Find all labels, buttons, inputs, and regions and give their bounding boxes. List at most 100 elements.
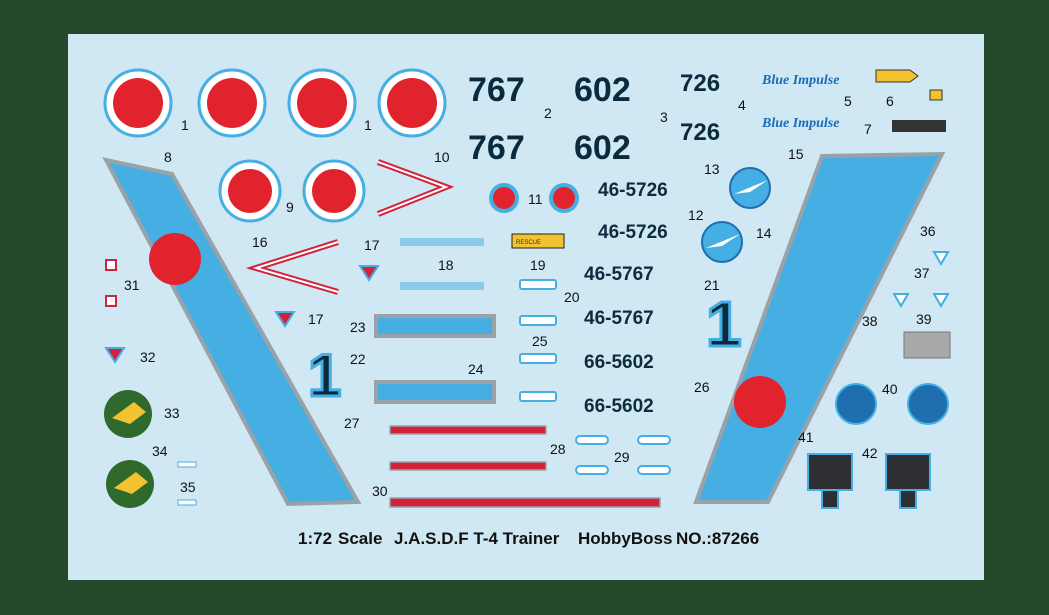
- label-26: 26: [694, 379, 710, 395]
- number-one-22: 1: [308, 342, 341, 409]
- label-39: 39: [916, 311, 932, 327]
- tail-602-top: 602: [574, 71, 631, 109]
- tail-numbers: 767 767 602 602 726 726: [468, 70, 720, 167]
- label-28: 28: [550, 441, 566, 457]
- number-one-21: 1: [706, 288, 742, 360]
- emblem-13: [729, 167, 771, 209]
- label-33: 33: [164, 405, 180, 421]
- label-27: 27: [344, 415, 360, 431]
- label-1b: 1: [364, 117, 372, 133]
- chevron-decal-16: [245, 239, 339, 295]
- label-4: 4: [738, 97, 746, 113]
- label-2: 2: [544, 105, 552, 121]
- script-strip-18: [400, 238, 484, 290]
- tail-726-top: 726: [680, 70, 720, 97]
- caption-scale-word: Scale: [338, 529, 382, 548]
- registration-1: 46-5726: [598, 180, 668, 201]
- label-41: 41: [798, 429, 814, 445]
- frame-decal-23: [374, 314, 496, 338]
- tail-767-bottom: 767: [468, 129, 525, 167]
- rescue-decal-19: RESCUE: [511, 233, 565, 249]
- label-17b: 17: [308, 311, 324, 327]
- hinomaru-roundels-9: [218, 159, 366, 223]
- red-stripes: [389, 425, 661, 508]
- instrument-panel-41: [807, 453, 853, 509]
- small-roundels-11: [489, 183, 579, 213]
- label-42: 42: [862, 445, 878, 461]
- badge-17-top: [358, 265, 380, 282]
- label-31: 31: [124, 277, 140, 293]
- label-3: 3: [660, 109, 668, 125]
- blue-impulse-script-top: Blue Impulse: [761, 73, 839, 88]
- eagle-emblem-34: [106, 460, 154, 508]
- label-18: 18: [438, 257, 454, 273]
- label-13: 13: [704, 161, 720, 177]
- label-38: 38: [862, 313, 878, 329]
- label-7: 7: [864, 121, 872, 137]
- tail-767-top: 767: [468, 71, 525, 109]
- label-29: 29: [614, 449, 630, 465]
- label-40: 40: [882, 381, 898, 397]
- label-22: 22: [350, 351, 366, 367]
- label-34: 34: [152, 443, 168, 459]
- label-11: 11: [528, 191, 543, 207]
- label-35: 35: [180, 479, 196, 495]
- registration-5: 66-5602: [584, 352, 654, 373]
- squadron-badges-40: [835, 383, 949, 425]
- label-25: 25: [532, 333, 548, 349]
- registration-3: 46-5767: [584, 264, 654, 285]
- caption-kit-number: NO.:87266: [676, 529, 759, 548]
- caption-model: J.A.S.D.F T-4 Trainer: [394, 529, 560, 548]
- registration-numbers: 46-5726 46-5726 46-5767 46-5767 66-5602 …: [584, 180, 668, 417]
- label-32: 32: [140, 349, 156, 365]
- label-19: 19: [530, 257, 546, 273]
- sheet-caption: 1:72 Scale J.A.S.D.F T-4 Trainer HobbyBo…: [298, 529, 759, 548]
- eagle-emblem-33: [104, 390, 152, 438]
- instrument-panel-42: [885, 453, 931, 509]
- label-6: 6: [886, 93, 894, 109]
- chevron-decal-10: [376, 159, 455, 217]
- small-decals-35: [177, 461, 197, 506]
- label-17a: 17: [364, 237, 380, 253]
- rescue-text: RESCUE: [516, 240, 541, 246]
- label-8: 8: [164, 149, 172, 165]
- oval-decals-29: [575, 435, 671, 475]
- badge-17-bottom: [274, 311, 296, 328]
- frame-decal-24: [374, 380, 496, 404]
- arrow-decal-6: [875, 69, 919, 83]
- small-decals-31: [105, 259, 117, 307]
- label-16: 16: [252, 234, 268, 250]
- tail-fin-left: [102, 157, 362, 507]
- tail-fin-right: [693, 151, 946, 504]
- emblem-14: [701, 221, 743, 263]
- label-21: 21: [704, 277, 720, 293]
- registration-6: 66-5602: [584, 396, 654, 417]
- label-36: 36: [920, 223, 936, 239]
- caption-brand: HobbyBoss: [578, 529, 672, 548]
- registration-4: 46-5767: [584, 308, 654, 329]
- tail-726-bottom: 726: [680, 119, 720, 146]
- hinomaru-roundels-1: [103, 68, 447, 138]
- small-panels-20-25: [519, 279, 557, 402]
- blue-impulse-script-bottom: Blue Impulse: [761, 116, 839, 131]
- panel-decal-7: [892, 89, 946, 132]
- tail-602-bottom: 602: [574, 129, 631, 167]
- label-10: 10: [434, 149, 450, 165]
- label-20: 20: [564, 289, 580, 305]
- label-15: 15: [788, 146, 804, 162]
- label-24: 24: [468, 361, 484, 377]
- caption-scale: 1:72: [298, 529, 332, 548]
- label-5: 5: [844, 93, 852, 109]
- label-9: 9: [286, 199, 294, 215]
- small-badges-37: [892, 251, 950, 308]
- badge-32: [104, 347, 126, 364]
- label-12: 12: [688, 207, 704, 223]
- label-37: 37: [914, 265, 930, 281]
- label-1a: 1: [181, 117, 189, 133]
- panel-39: [903, 331, 951, 359]
- label-14: 14: [756, 225, 772, 241]
- decal-sheet: 1 1 9 8 15 10 16 11 767 767 602 602: [68, 34, 984, 580]
- label-30: 30: [372, 483, 388, 499]
- label-23: 23: [350, 319, 366, 335]
